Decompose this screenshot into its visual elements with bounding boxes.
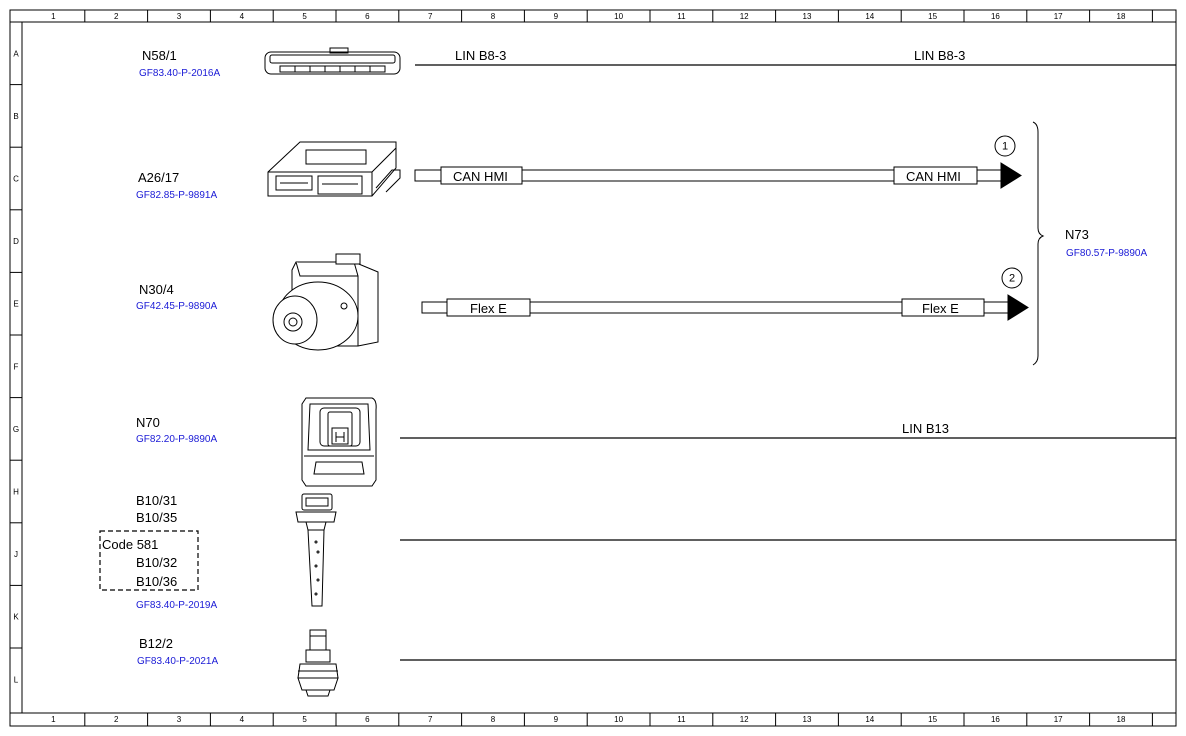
grid-column-label: 7 bbox=[428, 715, 433, 724]
grid-column-label: 14 bbox=[865, 12, 874, 21]
n30-4-ref-link[interactable]: GF42.45-P-9890A bbox=[136, 301, 217, 312]
grid-column-label: 15 bbox=[928, 715, 937, 724]
grid-row-label: G bbox=[13, 425, 19, 434]
grid-column-label: 1 bbox=[51, 715, 56, 724]
grid-column-label: 17 bbox=[1054, 12, 1063, 21]
grid-row-label: B bbox=[13, 112, 18, 121]
grid-column-label: 18 bbox=[1117, 12, 1126, 21]
grid-column-label: 17 bbox=[1054, 715, 1063, 724]
grid-row-label: H bbox=[13, 488, 19, 497]
can-hmi-wire bbox=[414, 162, 1022, 189]
grid-column-label: 5 bbox=[302, 715, 307, 724]
n58-1-label: N58/1 bbox=[142, 48, 177, 63]
grid-column-label: 10 bbox=[614, 715, 623, 724]
grid-column-label: 13 bbox=[803, 12, 812, 21]
n73-brace bbox=[1032, 121, 1045, 366]
b10-31-label: B10/31 bbox=[136, 493, 177, 508]
marker-1-circle bbox=[994, 135, 1016, 157]
grid-column-label: 12 bbox=[740, 12, 749, 21]
grid-column-label: 11 bbox=[677, 715, 686, 724]
grid-column-label: 6 bbox=[365, 715, 370, 724]
grid-row-label: J bbox=[14, 550, 18, 559]
grid-column-label: 2 bbox=[114, 12, 119, 21]
grid-column-label: 6 bbox=[365, 12, 370, 21]
n70-ref-link[interactable]: GF82.20-P-9890A bbox=[136, 434, 217, 445]
grid-column-label: 14 bbox=[865, 715, 874, 724]
grid-column-label: 8 bbox=[491, 715, 496, 724]
code-581-label: Code 581 bbox=[102, 537, 158, 552]
grid-column-label: 9 bbox=[554, 12, 559, 21]
grid-column-label: 1 bbox=[51, 12, 56, 21]
lin-b13-label: LIN B13 bbox=[902, 421, 949, 436]
grid-column-label: 18 bbox=[1117, 715, 1126, 724]
grid-row-label: K bbox=[13, 613, 19, 622]
n30-4-camera-module-icon bbox=[272, 253, 379, 351]
can-hmi-left-label: CAN HMI bbox=[453, 169, 508, 184]
n73-label: N73 bbox=[1065, 227, 1089, 242]
grid-row-label: A bbox=[13, 49, 19, 58]
grid-column-label: 16 bbox=[991, 715, 1000, 724]
grid-column-label: 13 bbox=[803, 715, 812, 724]
can-hmi-right-label: CAN HMI bbox=[906, 169, 961, 184]
n73-ref-link[interactable]: GF80.57-P-9890A bbox=[1066, 248, 1147, 259]
grid-row-label: L bbox=[14, 675, 19, 684]
marker-2-circle bbox=[1001, 267, 1023, 289]
grid-rows: A B C D E F G H J K L bbox=[10, 49, 22, 684]
grid-column-label: 7 bbox=[428, 12, 433, 21]
b12-2-ref-link[interactable]: GF83.40-P-2021A bbox=[137, 656, 218, 667]
lin-b8-3-right-label: LIN B8-3 bbox=[914, 48, 965, 63]
code-581-box bbox=[99, 530, 199, 591]
grid-row-label: E bbox=[13, 300, 18, 309]
grid-column-label: 12 bbox=[740, 715, 749, 724]
flex-e-wire bbox=[421, 294, 1029, 321]
grid-column-label: 4 bbox=[240, 12, 245, 21]
flex-e-left-label: Flex E bbox=[470, 301, 507, 316]
grid-column-label: 15 bbox=[928, 12, 937, 21]
marker-2-label: 2 bbox=[1009, 273, 1015, 285]
n30-4-label: N30/4 bbox=[139, 282, 174, 297]
grid-column-label: 8 bbox=[491, 12, 496, 21]
n70-overhead-control-panel-icon bbox=[301, 397, 377, 487]
grid-row-label: C bbox=[13, 175, 19, 184]
sheet-frame bbox=[9, 9, 1177, 727]
grid-column-label: 11 bbox=[677, 12, 686, 21]
lin-b8-3-left-label: LIN B8-3 bbox=[455, 48, 506, 63]
b10-ref-link[interactable]: GF83.40-P-2019A bbox=[136, 600, 217, 611]
grid-column-label: 16 bbox=[991, 12, 1000, 21]
grid-column-label: 3 bbox=[177, 715, 182, 724]
marker-1-label: 1 bbox=[1002, 141, 1008, 153]
b10-35-label: B10/35 bbox=[136, 510, 177, 525]
grid-column-label: 5 bbox=[302, 12, 307, 21]
grid-row-label: D bbox=[13, 237, 19, 246]
n70-label: N70 bbox=[136, 415, 160, 430]
a26-17-ref-link[interactable]: GF82.85-P-9891A bbox=[136, 190, 217, 201]
grid-column-label: 10 bbox=[614, 12, 623, 21]
b10-speaker-sensor-icon bbox=[295, 493, 337, 607]
b12-2-pressure-sensor-icon bbox=[297, 629, 339, 697]
a26-17-label: A26/17 bbox=[138, 170, 179, 185]
n58-1-switch-panel-icon bbox=[264, 47, 401, 75]
grid-column-label: 3 bbox=[177, 12, 182, 21]
a26-17-control-unit-icon bbox=[267, 141, 401, 197]
grid-column-label: 2 bbox=[114, 715, 119, 724]
n58-1-ref-link[interactable]: GF83.40-P-2016A bbox=[139, 68, 220, 79]
grid-column-label: 9 bbox=[554, 715, 559, 724]
b12-2-label: B12/2 bbox=[139, 636, 173, 651]
b10-36-label: B10/36 bbox=[136, 574, 177, 589]
b10-32-label: B10/32 bbox=[136, 555, 177, 570]
grid-column-label: 4 bbox=[240, 715, 245, 724]
grid-row-label: F bbox=[14, 362, 19, 371]
flex-e-right-label: Flex E bbox=[922, 301, 959, 316]
